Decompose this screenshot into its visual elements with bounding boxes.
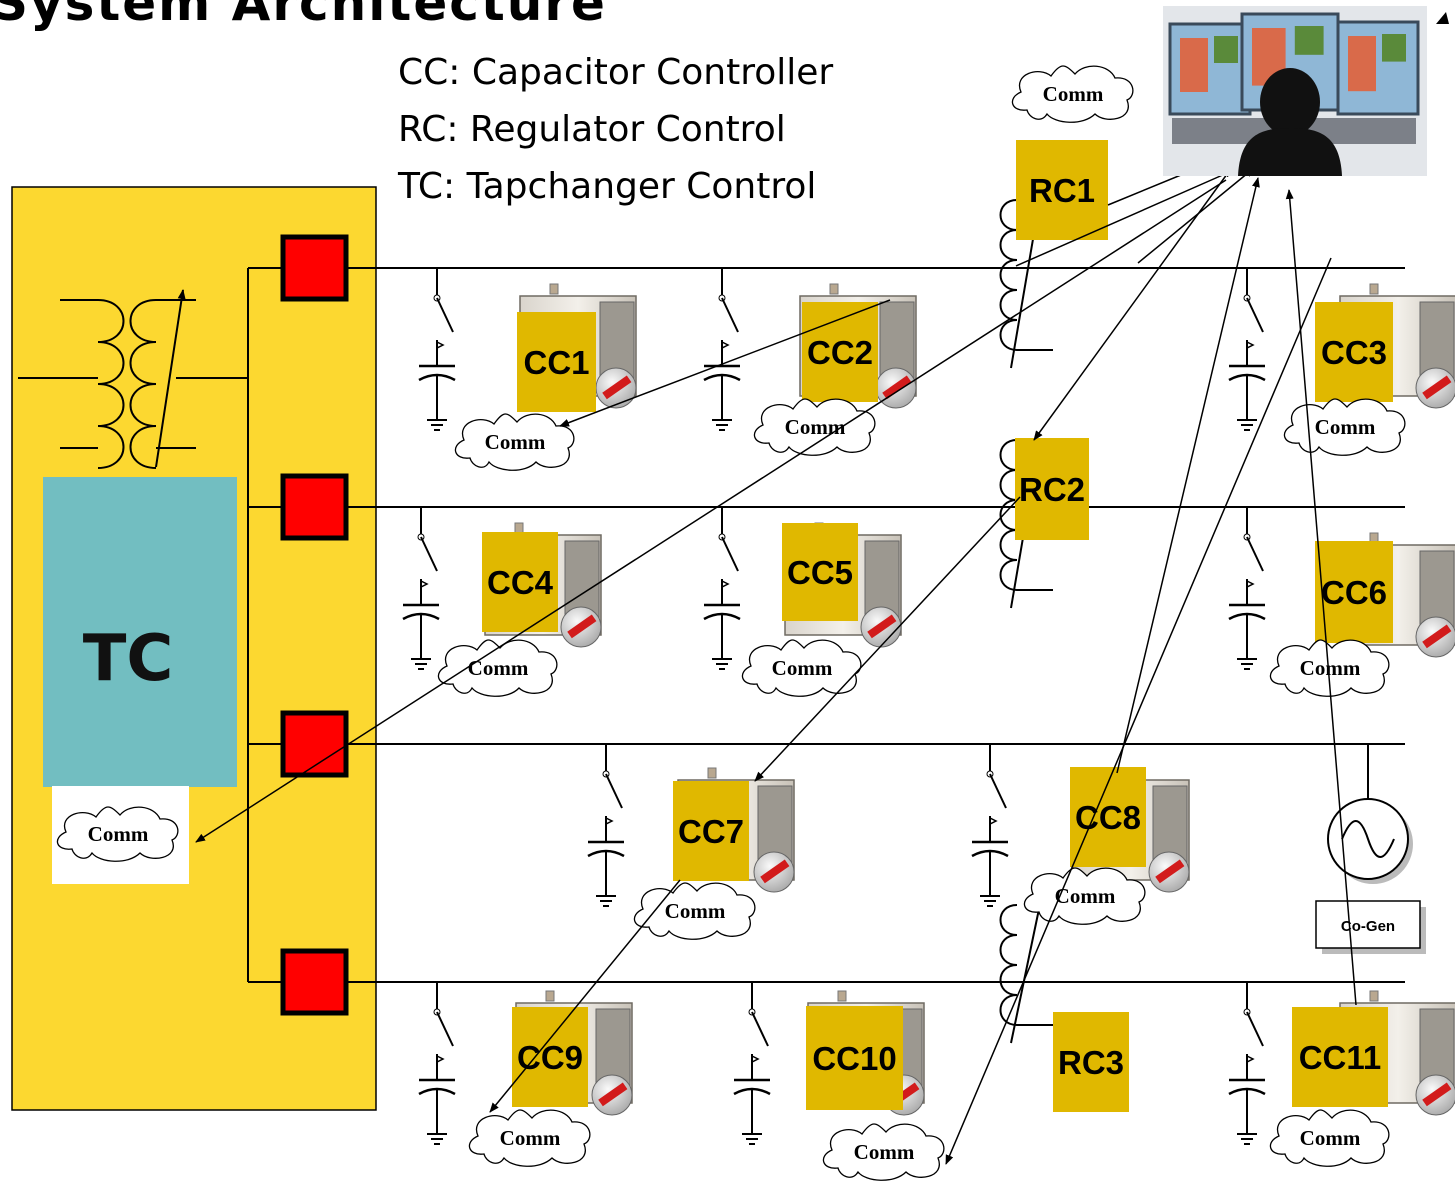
capacitor-bank-2: [704, 268, 740, 430]
comm-label: Comm: [88, 822, 149, 846]
breaker-1: [283, 237, 346, 299]
capacitor-bank-9: [419, 982, 455, 1144]
switch-blade: [437, 298, 453, 332]
comm-cloud: Comm: [1270, 1110, 1388, 1166]
switch-blade: [752, 1012, 768, 1046]
comm-label: Comm: [485, 430, 546, 454]
regulator-controller-3: RC3: [1053, 1012, 1129, 1112]
regulator-controller-1: RC1: [1016, 140, 1108, 240]
rc1-comm-cloud: Comm: [1012, 66, 1132, 122]
tc-label: TC: [83, 622, 174, 696]
switch-blade: [606, 774, 622, 808]
mount-tab: [546, 991, 554, 1001]
comm-label: Comm: [772, 656, 833, 680]
comm-cloud: Comm: [823, 1124, 943, 1180]
capacitor-bank-11: [1229, 982, 1265, 1144]
comm-arrow-operator-to-rc3: [946, 258, 1331, 1164]
switch-blade: [722, 298, 738, 332]
comm-cloud: Comm: [469, 1110, 589, 1166]
operator-head: [1260, 68, 1320, 136]
comm-label: Comm: [785, 415, 846, 439]
switch-blade: [990, 774, 1006, 808]
capacitor-bank-1: [419, 268, 455, 430]
controller-label: RC1: [1029, 172, 1095, 209]
controller-label: CC3: [1321, 334, 1387, 371]
comm-label: Comm: [500, 1126, 561, 1150]
comm-label: Comm: [1300, 1126, 1361, 1150]
mount-tab: [515, 523, 523, 533]
capacitor-bank-6: [1229, 507, 1265, 669]
comm-label: Comm: [1315, 415, 1376, 439]
monitor-3: [1338, 22, 1418, 114]
breaker-4: [283, 951, 346, 1013]
mount-tab: [830, 284, 838, 294]
capacitor-bank-8: [972, 744, 1008, 906]
comm-label: Comm: [665, 899, 726, 923]
comm-cloud: Comm: [754, 399, 874, 455]
screen-chart: [1180, 38, 1208, 92]
screen-panel: [1214, 36, 1238, 63]
controller-label: CC4: [487, 564, 554, 601]
comm-label: Comm: [1300, 656, 1361, 680]
controller-label: CC1: [523, 344, 589, 381]
regulator-coil: [1001, 200, 1018, 350]
controller-label: CC7: [678, 813, 744, 850]
regulator-arrow: [1011, 909, 1039, 1043]
switch-blade: [1247, 1012, 1263, 1046]
mount-tab: [1370, 284, 1378, 294]
capacitor-bank-5: [704, 507, 740, 669]
capacitor-bank-7: [588, 744, 624, 906]
comm-label: Comm: [854, 1140, 915, 1164]
comm-label: Comm: [468, 656, 529, 680]
screen-chart: [1348, 36, 1376, 91]
cogen-unit: Co-Gen: [1316, 744, 1426, 954]
switch-blade: [1247, 298, 1263, 332]
screen-panel: [1382, 34, 1406, 62]
switch-blade: [1247, 537, 1263, 571]
controller-label: CC10: [812, 1040, 896, 1077]
controller-label: RC3: [1058, 1044, 1124, 1081]
controller-label: RC2: [1019, 471, 1085, 508]
comm-cloud: Comm: [455, 414, 573, 470]
screen-panel: [1295, 26, 1324, 55]
switch-blade: [421, 537, 437, 571]
controller-label: CC5: [787, 554, 853, 591]
controller-label: CC9: [517, 1039, 583, 1076]
comm-arrow-cc2-to-operator: [1138, 168, 1254, 263]
regulator-coil: [1001, 905, 1018, 1025]
comm-label: Comm: [1043, 82, 1104, 106]
cap-controller-9: CC9Comm: [469, 1007, 589, 1166]
capacitor-bank-4: [403, 507, 439, 669]
controller-label: CC2: [807, 334, 873, 371]
breaker-2: [283, 476, 346, 538]
controller-label: CC6: [1321, 574, 1387, 611]
comm-cloud: Comm: [1284, 399, 1404, 455]
controller-label: CC11: [1299, 1039, 1382, 1076]
capacitor-bank-10: [734, 982, 770, 1144]
comm-cloud: Comm: [742, 640, 860, 696]
cap-controller-5: CC5Comm: [742, 523, 860, 696]
switch-blade: [437, 1012, 453, 1046]
switch-blade: [722, 537, 738, 571]
mount-tab: [1370, 991, 1378, 1001]
mount-tab: [550, 284, 558, 294]
controller-label: CC8: [1075, 799, 1141, 836]
comm-cloud: Comm: [634, 883, 754, 939]
monitor-1: [1170, 24, 1250, 114]
arrow-tip-edge: [1436, 12, 1449, 24]
capacitor-bank-3: [1229, 268, 1265, 430]
mount-tab: [838, 991, 846, 1001]
mount-tab: [708, 768, 716, 778]
regulator-controller-2: RC2: [1015, 438, 1089, 540]
